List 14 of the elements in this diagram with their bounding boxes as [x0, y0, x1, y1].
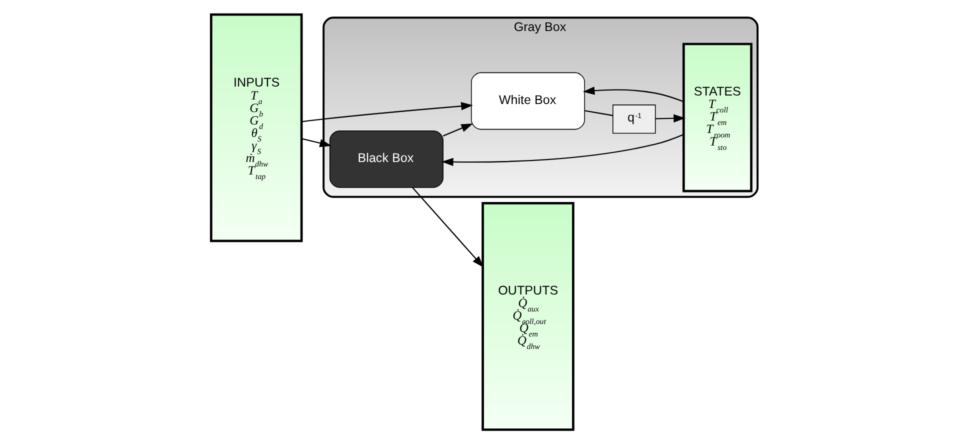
arrow	[442, 124, 473, 136]
node-box: INPUTS T$_{a}$ G$_{b}$ G$_{d}$ θ$_{S}$ γ$_{S}$ ṁ$_{dhw}$ T$_{tap}$	[209, 13, 302, 242]
arrow	[412, 187, 484, 268]
arrow	[301, 102, 472, 122]
node-box: White Box	[470, 72, 584, 130]
arrow	[582, 86, 684, 102]
node-box: Black Box	[328, 130, 443, 188]
node-box: OUTPUTS Q̇$_{aux}$ Q̇$_{coll,out}$ Q̇$_{em}$ Q̇$_{dhw}$	[481, 202, 574, 431]
arrow	[301, 138, 332, 148]
connector	[584, 110, 612, 116]
node-box: q$^{-1}$	[612, 104, 656, 134]
node-box: STATES T$_{coll}$ T$_{em}$ T$_{room}$ T$_{sto}$	[682, 42, 752, 192]
arrow	[655, 114, 685, 122]
arrow	[441, 134, 684, 166]
